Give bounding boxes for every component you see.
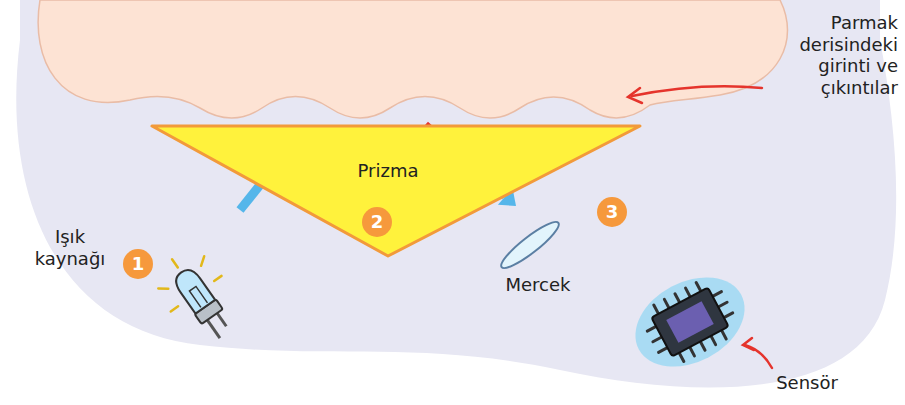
callout-number: 1 [123, 249, 153, 279]
part-label: Sensör [752, 372, 862, 394]
part-label: Mercek [488, 274, 588, 296]
light-bulb [147, 241, 251, 352]
lens [497, 217, 564, 274]
prism-label: Prizma [150, 124, 642, 182]
part-label: Işık kaynağı [20, 226, 120, 269]
prism-outline [150, 124, 642, 258]
part-label: Parmak derisindeki girinti ve çıkıntılar [768, 12, 898, 98]
callout-number: 2 [362, 207, 392, 237]
finger-skin [38, 0, 787, 118]
callout-number: 3 [597, 197, 627, 227]
sensor-chip [620, 259, 760, 384]
leader-arrow [743, 338, 772, 368]
leader-arrow [628, 86, 762, 103]
prism-shape: Prizma [150, 124, 642, 258]
background-blob [16, 0, 896, 387]
